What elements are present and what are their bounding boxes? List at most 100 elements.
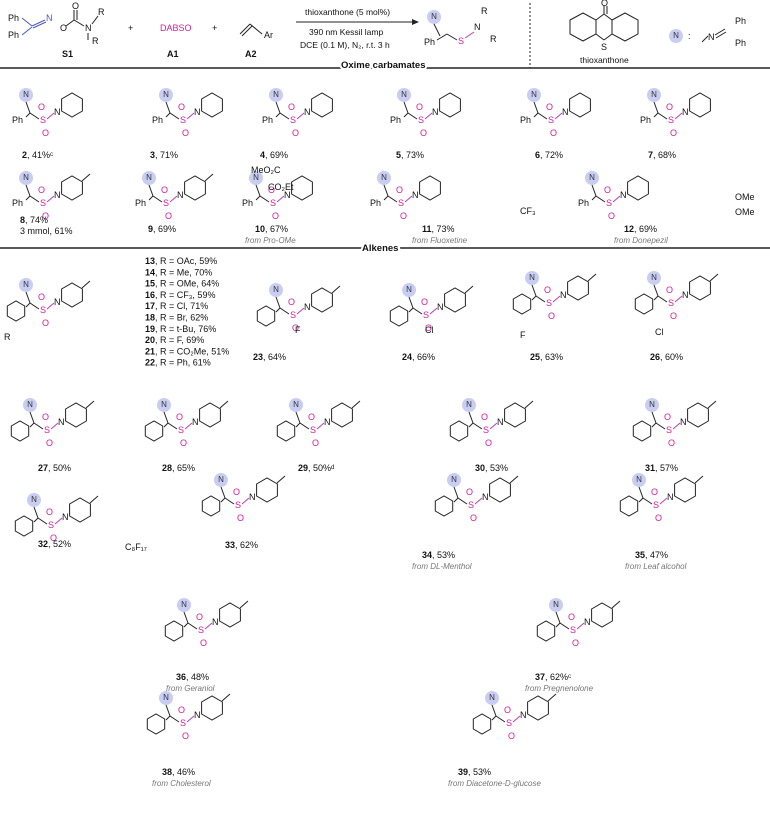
co2et-group: CO₂Et — [268, 182, 294, 192]
o-atom: O — [481, 412, 488, 422]
r-entry-14: 14, R = Me, 70% — [145, 267, 212, 277]
ph-text: Ph — [390, 115, 401, 125]
plus-1: + — [128, 23, 133, 33]
n-atom: N — [620, 190, 627, 200]
n-atom: N — [54, 107, 61, 117]
n-atom: N — [249, 492, 256, 502]
n-badge: N — [273, 285, 279, 294]
o-atom: O — [568, 612, 575, 622]
compound-7-label: 7, 68% — [648, 150, 676, 160]
s1-carbonyl-o: O — [72, 1, 79, 11]
n-badge: N — [636, 475, 642, 484]
n-badge: N — [273, 90, 279, 99]
o-atom: O — [421, 297, 428, 307]
s-atom: S — [48, 520, 54, 530]
n-badge: N — [146, 173, 152, 182]
o-atom: O — [46, 438, 53, 448]
compound-28-label: 28, 65% — [162, 463, 195, 473]
r-entry-15: 15, R = OMe, 64% — [145, 279, 219, 289]
compound-38-note: from Cholesterol — [152, 779, 211, 788]
o-atom: O — [38, 102, 45, 112]
product-r2: R — [490, 34, 497, 44]
compound-36-note: from Geraniol — [166, 684, 215, 693]
o-atom: O — [38, 185, 45, 195]
n-atom: N — [584, 617, 591, 627]
s-atom: S — [570, 625, 576, 635]
n-atom: N — [194, 107, 201, 117]
o-atom: O — [425, 323, 432, 333]
s-atom: S — [468, 500, 474, 510]
s1-label: S1 — [62, 49, 73, 59]
n-badge: N — [161, 400, 167, 409]
n-atom: N — [304, 302, 311, 312]
n-atom: N — [54, 297, 61, 307]
thx-o: O — [601, 0, 608, 8]
ph-text: Ph — [520, 115, 531, 125]
a2-structure: Ar A2 — [239, 23, 273, 59]
compound-25-label: 25, 63% — [530, 352, 563, 362]
compound-26-label: 26, 60% — [650, 352, 683, 362]
compound-27-label: 27, 50% — [38, 463, 71, 473]
r-entry-21: 21, R = CO₂Me, 51% — [145, 346, 229, 356]
s-atom: S — [548, 115, 554, 125]
n-badge: N — [23, 173, 29, 182]
compound-9-label: 9, 69% — [148, 224, 176, 234]
o-atom: O — [288, 102, 295, 112]
cl-atom-24: Cl — [425, 325, 434, 335]
legend-ph2: Ph — [735, 38, 746, 48]
compound-23-label: 23, 64% — [253, 352, 286, 362]
ome-group-1: OMe — [735, 192, 755, 202]
n-badge: N — [23, 90, 29, 99]
n-badge: N — [489, 693, 495, 702]
o-atom: O — [544, 285, 551, 295]
n-atom: N — [324, 417, 331, 427]
compound-11-note: from Fluoxetine — [412, 236, 468, 245]
compound-39-note: from Diacetone-D-glucose — [448, 779, 541, 788]
n-atom: N — [62, 512, 69, 522]
r-group-label: R — [4, 332, 11, 342]
compound-32-label: 32, 52% — [38, 539, 71, 549]
n-badge: N — [649, 400, 655, 409]
o-atom: O — [161, 185, 168, 195]
compound-10-note: from Pro-OMe — [245, 236, 296, 245]
meo2c-group: MeO₂C — [251, 165, 281, 175]
compound-5-label: 5, 73% — [396, 150, 424, 160]
s-atom: S — [270, 198, 276, 208]
n-badge: N — [529, 273, 535, 282]
s-atom: S — [546, 298, 552, 308]
r-entry-17: 17, R = Cl, 71% — [145, 301, 208, 311]
a2-label: A2 — [245, 49, 257, 59]
s-atom: S — [163, 198, 169, 208]
compound-2-label: 2, 41%ᶜ — [22, 150, 53, 160]
n-atom: N — [520, 710, 527, 720]
ph-text: Ph — [370, 198, 381, 208]
section-oxime-title: Oxime carbamates — [341, 60, 426, 71]
n-atom: N — [412, 190, 419, 200]
o-atom: O — [508, 731, 515, 741]
compound-33-label: 33, 62% — [225, 540, 258, 550]
o-atom: O — [46, 507, 53, 517]
s-atom: S — [40, 198, 46, 208]
compound-31-label: 31, 57% — [645, 463, 678, 473]
o-atom: O — [666, 102, 673, 112]
s-atom: S — [290, 115, 296, 125]
n-badge: N — [451, 475, 457, 484]
compound-35-note: from Leaf alcohol — [625, 562, 687, 571]
s-atom: S — [418, 115, 424, 125]
plus-2: + — [212, 23, 217, 33]
n-atom: N — [284, 190, 291, 200]
o-atom: O — [50, 533, 57, 543]
s-atom: S — [180, 718, 186, 728]
o-atom: O — [604, 185, 611, 195]
r-entry-20: 20, R = F, 69% — [145, 335, 204, 345]
